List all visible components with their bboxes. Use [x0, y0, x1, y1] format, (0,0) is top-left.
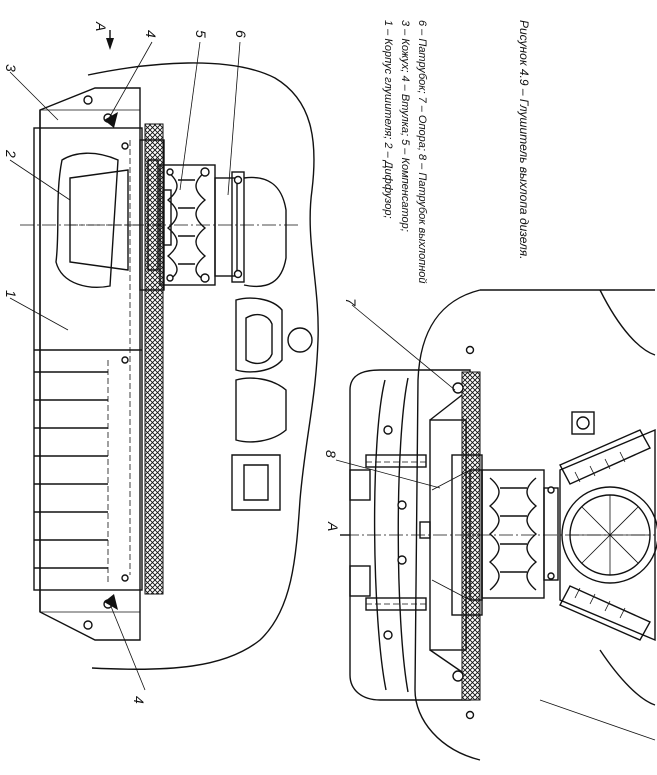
legend-line-3: 6 – Патрубок; 7 – Опора; 8 – Патрубок вы… [416, 20, 428, 284]
bellows-left [166, 171, 207, 281]
callout-7: 7 [343, 298, 359, 307]
callout-4-top: 4 [143, 30, 159, 38]
view-a [340, 289, 657, 761]
section-a-label: A [325, 521, 341, 531]
callout-2: 2 [3, 149, 19, 158]
side-view: A [20, 21, 319, 671]
callout-5: 5 [193, 30, 209, 38]
callout-3: 3 [3, 64, 19, 72]
view-a-callouts: 7 8 A [323, 298, 456, 531]
muffler-ribs [34, 360, 109, 585]
legend: 1 – Корпус глушителя; 2 – Диффузор; 3 – … [382, 20, 428, 284]
view-a-label: A [93, 21, 109, 31]
callout-1: 1 [3, 290, 19, 298]
bellows-view-a [488, 477, 538, 591]
legend-line-1: 1 – Корпус глушителя; 2 – Диффузор; [382, 20, 394, 219]
callout-6: 6 [233, 30, 249, 38]
callout-8: 8 [323, 450, 339, 458]
figure-caption: Рисунок 4.9 – Глушитель выхлопа дизеля. [517, 20, 531, 259]
callout-4-bottom: 4 [131, 696, 147, 704]
side-view-callouts: 3 4 5 6 2 1 4 [3, 30, 249, 704]
legend-line-2: 3 – Кожух; 4 – Втулка; 5 – Компенсатор; [399, 20, 411, 232]
